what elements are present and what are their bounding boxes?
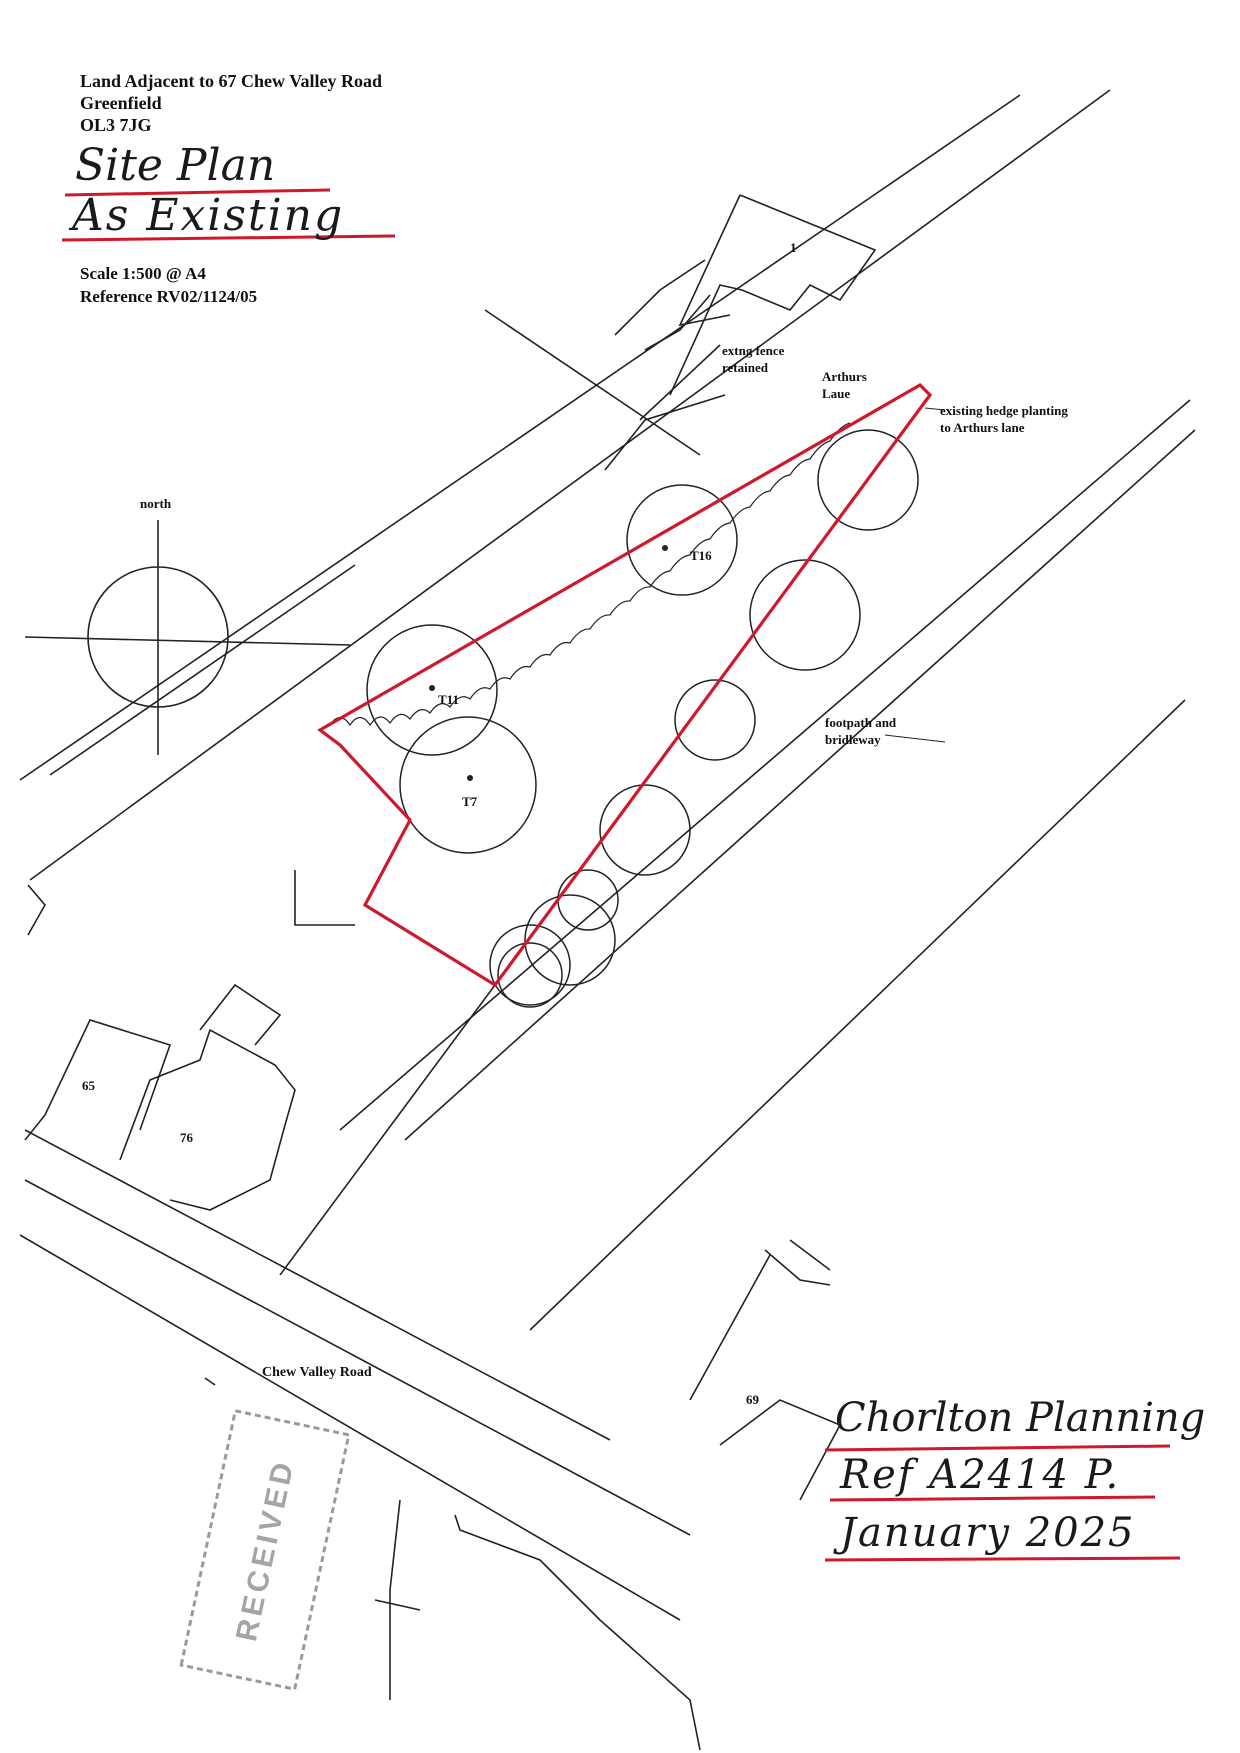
- footpath-label-line2: bridleway: [825, 732, 881, 747]
- leader-lines: [884, 407, 946, 743]
- map-linework: [19, 89, 1196, 1751]
- tree-t16-label: T16: [690, 548, 712, 563]
- address-line-1: Land Adjacent to 67 Chew Valley Road: [80, 71, 383, 91]
- house-1-fence: [644, 294, 711, 351]
- tree-t7-label: T7: [462, 794, 478, 809]
- house-65-label: 65: [82, 1078, 96, 1093]
- tree-markers: [429, 545, 668, 781]
- address-block: Land Adjacent to 67 Chew Valley Road Gre…: [80, 70, 382, 136]
- title-line-1: Site Plan: [75, 140, 276, 191]
- sig-underline-2: [829, 1495, 1156, 1502]
- house-69-outline: [719, 1399, 842, 1501]
- sig-underline-1: [824, 1444, 1171, 1452]
- house-1-boundary: [604, 394, 726, 471]
- hedge-loops: [329, 422, 851, 727]
- tree-t7-canopy: [399, 716, 537, 854]
- title-underline-2: [61, 234, 396, 242]
- footpath-right: [404, 429, 1196, 1141]
- tree-t16-marker: [662, 545, 668, 551]
- sig-underline-3: [824, 1556, 1181, 1562]
- house-76-label: 76: [180, 1130, 194, 1145]
- tree-canopy: [817, 429, 919, 531]
- title-line-2: As Existing: [72, 190, 345, 241]
- tree-canopies: [366, 429, 919, 1008]
- hedge-leader: [924, 407, 946, 411]
- tree-canopy: [524, 894, 616, 986]
- title-underline-1: [64, 188, 331, 197]
- signature-line-1: Chorlton Planning: [835, 1395, 1206, 1441]
- address-line-3: OL3 7JG: [80, 115, 152, 135]
- house-69-boundary: [689, 1254, 771, 1401]
- chew-valley-road-upper-edge: [24, 1179, 691, 1536]
- red-underlines: [61, 188, 1181, 1562]
- house-69-label: 69: [746, 1392, 760, 1407]
- house-1-lower-wall: [639, 344, 721, 421]
- chew-valley-road-label: Chew Valley Road: [262, 1365, 372, 1380]
- footpath-left: [339, 399, 1191, 1131]
- side-road-stub: [374, 1599, 421, 1611]
- house-69-boundary-2: [764, 1249, 831, 1286]
- signature-line-2: Ref A2414 P.: [840, 1452, 1121, 1498]
- tree-canopy: [489, 924, 571, 1006]
- house-76-extension: [199, 983, 282, 1046]
- plot-line: [484, 309, 701, 456]
- footpath-label-line1: footpath and: [825, 715, 897, 730]
- fence-label-line2: retained: [722, 360, 769, 375]
- house-76-outline: [119, 1028, 296, 1211]
- received-stamp: RECEIVED: [179, 1409, 351, 1691]
- fence-label-line1: extng fence: [722, 343, 785, 358]
- tree-t11-label: T11: [438, 692, 459, 707]
- hedge-label-line1: existing hedge planting: [940, 403, 1068, 418]
- hedge-planting: [329, 422, 851, 727]
- site-access-line: [279, 984, 496, 1276]
- north-arrow: [24, 520, 351, 755]
- site-boundary: [317, 383, 933, 988]
- tree-t7-marker: [467, 775, 473, 781]
- road-kerb-notch: [204, 1377, 216, 1386]
- reference-text: Reference RV02/1124/05: [80, 287, 258, 306]
- house-1-garden: [614, 259, 706, 336]
- scale-block: Scale 1:500 @ A4 Reference RV02/1124/05: [80, 262, 257, 308]
- wall-line: [49, 564, 356, 776]
- north-axis-horizontal: [24, 636, 351, 646]
- right-boundary: [529, 699, 1186, 1331]
- scale-text: Scale 1:500 @ A4: [80, 264, 206, 283]
- tree-t11-marker: [429, 685, 435, 691]
- tree-canopy: [497, 942, 563, 1008]
- address-line-2: Greenfield: [80, 93, 162, 113]
- side-road-left: [389, 1499, 401, 1700]
- house-1-outline: [669, 194, 877, 396]
- north-label: north: [140, 496, 172, 511]
- side-road-right: [454, 1514, 701, 1751]
- tree-canopy: [674, 679, 756, 761]
- arthurs-lane-edge-upper: [19, 94, 1021, 781]
- hedge-label-line2: to Arthurs lane: [940, 420, 1025, 435]
- tree-t11-canopy: [366, 624, 498, 756]
- road-footway-edge: [24, 1129, 611, 1441]
- house-1-label: 1: [790, 240, 797, 255]
- tree-canopy: [749, 559, 861, 671]
- house-69-fence: [789, 1239, 831, 1271]
- arthurs-lane-edge-lower: [29, 89, 1111, 881]
- house-1-wall: [678, 194, 741, 327]
- arthurs-lane-label-line1: Arthurs: [822, 369, 867, 384]
- left-notch: [27, 884, 46, 936]
- signature-line-3: January 2025: [840, 1510, 1136, 1556]
- chew-valley-road-lower-edge: [19, 1234, 681, 1621]
- site-offset: [294, 870, 355, 926]
- stamp-text: RECEIVED: [230, 1456, 301, 1644]
- tree-t16-canopy: [626, 484, 738, 596]
- tree-canopy: [599, 784, 691, 876]
- arthurs-lane-label-line2: Laue: [822, 386, 850, 401]
- house-65-outline: [24, 1019, 172, 1141]
- footpath-leader: [884, 734, 946, 743]
